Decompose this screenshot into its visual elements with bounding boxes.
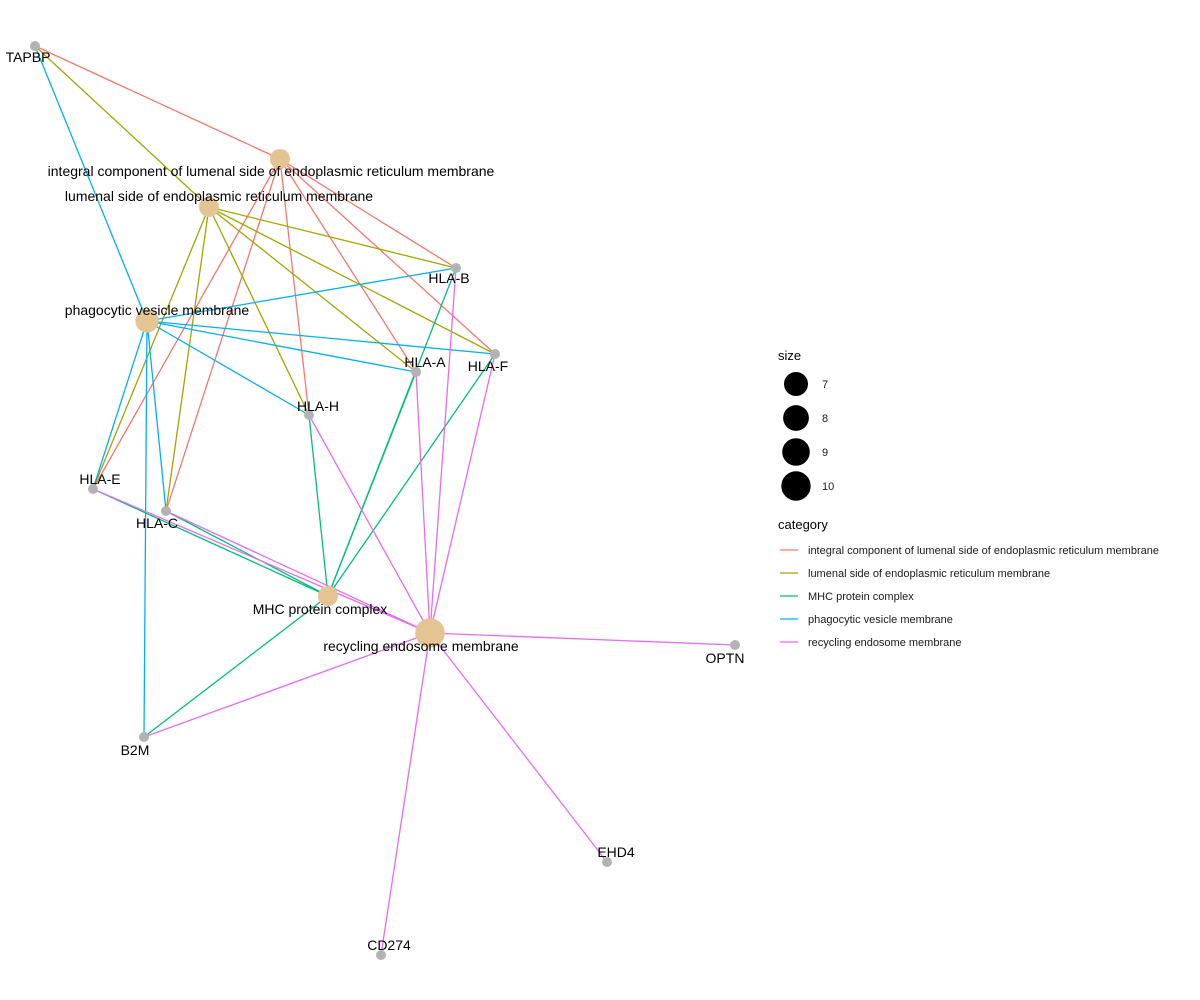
edge-recycling-HLA-B xyxy=(429,267,457,634)
category-label-mhc: MHC protein complex xyxy=(253,601,388,617)
size-legend-label-7: 7 xyxy=(822,379,828,391)
edge-lumenal-TAPBP xyxy=(34,45,210,208)
size-legend-label-8: 8 xyxy=(822,413,828,425)
edge-integral-HLA-B xyxy=(279,158,457,269)
size-legend-dot-8 xyxy=(783,405,809,431)
category-node-lumenal xyxy=(199,197,219,217)
gene-node-hla-e xyxy=(88,484,98,494)
gene-node-hla-a xyxy=(411,367,421,377)
gene-node-tapbp xyxy=(30,41,40,51)
category-node-recycling xyxy=(415,618,445,648)
edge-recycling-EHD4 xyxy=(429,632,608,863)
edge-recycling-OPTN xyxy=(429,632,736,646)
edge-phago-HLA-C xyxy=(146,320,167,512)
edge-recycling-HLA-A xyxy=(415,371,431,634)
gene-node-hla-f xyxy=(490,349,500,359)
gene-node-optn xyxy=(730,640,740,650)
gene-label-cd274: CD274 xyxy=(367,937,411,953)
edge-recycling-HLA-C xyxy=(165,510,431,634)
node-layer xyxy=(30,41,740,960)
size-legend-dot-7 xyxy=(784,372,808,396)
legend-category-title: category xyxy=(778,517,828,532)
edge-mhc-HLA-C xyxy=(165,510,329,597)
edge-mhc-HLA-A xyxy=(327,371,417,597)
edge-lumenal-HLA-E xyxy=(92,206,210,490)
gene-label-hla-f: HLA-F xyxy=(468,358,508,374)
edge-integral-HLA-E xyxy=(92,158,281,490)
edge-lumenal-HLA-A xyxy=(208,206,417,373)
edge-phago-HLA-B xyxy=(146,267,457,322)
legend-size-title: size xyxy=(778,348,801,363)
category-node-integral xyxy=(270,149,290,169)
edge-mhc-HLA-H xyxy=(308,414,329,597)
gene-node-b2m xyxy=(139,732,149,742)
edge-recycling-HLA-F xyxy=(429,353,496,634)
size-legend-dot-9 xyxy=(782,438,810,466)
edge-integral-HLA-H xyxy=(279,158,310,416)
edge-lumenal-HLA-B xyxy=(208,206,457,269)
edge-phago-HLA-A xyxy=(146,320,417,373)
edge-integral-HLA-F xyxy=(279,158,496,355)
gene-node-hla-b xyxy=(451,263,461,273)
category-label-recycling: recycling endosome membrane xyxy=(323,638,519,654)
edge-recycling-CD274 xyxy=(380,632,431,956)
edge-layer xyxy=(34,45,736,956)
gene-node-ehd4 xyxy=(602,857,612,867)
edge-phago-TAPBP xyxy=(34,45,148,322)
size-legend-label-10: 10 xyxy=(822,481,834,493)
category-node-phago xyxy=(135,309,159,333)
gene-label-tapbp: TAPBP xyxy=(6,49,51,65)
gene-label-hla-a: HLA-A xyxy=(404,354,446,370)
gene-label-hla-h: HLA-H xyxy=(297,398,339,414)
edge-mhc-HLA-F xyxy=(327,353,496,597)
size-legend: 7 8 9 10 xyxy=(781,372,834,501)
gene-node-hla-c xyxy=(161,506,171,516)
category-legend-label-mhc: MHC protein complex xyxy=(808,591,914,603)
edge-recycling-B2M xyxy=(143,632,431,738)
gene-node-cd274 xyxy=(376,950,386,960)
category-legend-label-phago: phagocytic vesicle membrane xyxy=(808,614,953,626)
category-legend-label-recycling: recycling endosome membrane xyxy=(808,637,961,649)
size-legend-label-9: 9 xyxy=(822,447,828,459)
edge-recycling-HLA-E xyxy=(92,488,431,634)
gene-label-hla-c: HLA-C xyxy=(136,515,178,531)
gene-label-ehd4: EHD4 xyxy=(597,844,635,860)
gene-node-hla-h xyxy=(304,410,314,420)
edge-phago-HLA-F xyxy=(146,320,496,355)
gene-label-optn: OPTN xyxy=(706,650,745,666)
edge-phago-HLA-H xyxy=(146,320,310,416)
category-node-mhc xyxy=(318,586,338,606)
category-legend-label-lumenal: lumenal side of endoplasmic reticulum me… xyxy=(808,568,1050,580)
category-label-integral: integral component of lumenal side of en… xyxy=(48,163,495,179)
label-layer: TAPBP HLA-B HLA-F HLA-A HLA-H HLA-E HLA-C B2M OP… xyxy=(6,49,745,953)
category-label-lumenal: lumenal side of endoplasmic reticulum me… xyxy=(65,188,373,204)
edge-recycling-HLA-H xyxy=(308,414,431,634)
edge-phago-B2M xyxy=(143,320,148,738)
category-label-phago: phagocytic vesicle membrane xyxy=(65,302,250,318)
edge-phago-HLA-E xyxy=(92,320,148,490)
edge-mhc-B2M xyxy=(143,595,329,738)
edge-lumenal-HLA-C xyxy=(165,206,210,512)
gene-label-b2m: B2M xyxy=(121,742,150,758)
gene-label-hla-e: HLA-E xyxy=(79,471,120,487)
edge-integral-HLA-A xyxy=(279,158,417,373)
gene-label-hla-b: HLA-B xyxy=(428,270,469,286)
category-legend: integral component of lumenal side of en… xyxy=(780,545,1159,649)
edge-lumenal-HLA-F xyxy=(208,206,496,355)
legend: size 7 8 9 10 category integral component o… xyxy=(778,348,1159,649)
category-legend-label-integral: integral component of lumenal side of en… xyxy=(808,545,1159,557)
edge-integral-TAPBP xyxy=(34,45,281,160)
edge-lumenal-HLA-H xyxy=(208,206,310,416)
size-legend-dot-10 xyxy=(781,471,811,501)
edge-mhc-HLA-E xyxy=(92,488,329,597)
